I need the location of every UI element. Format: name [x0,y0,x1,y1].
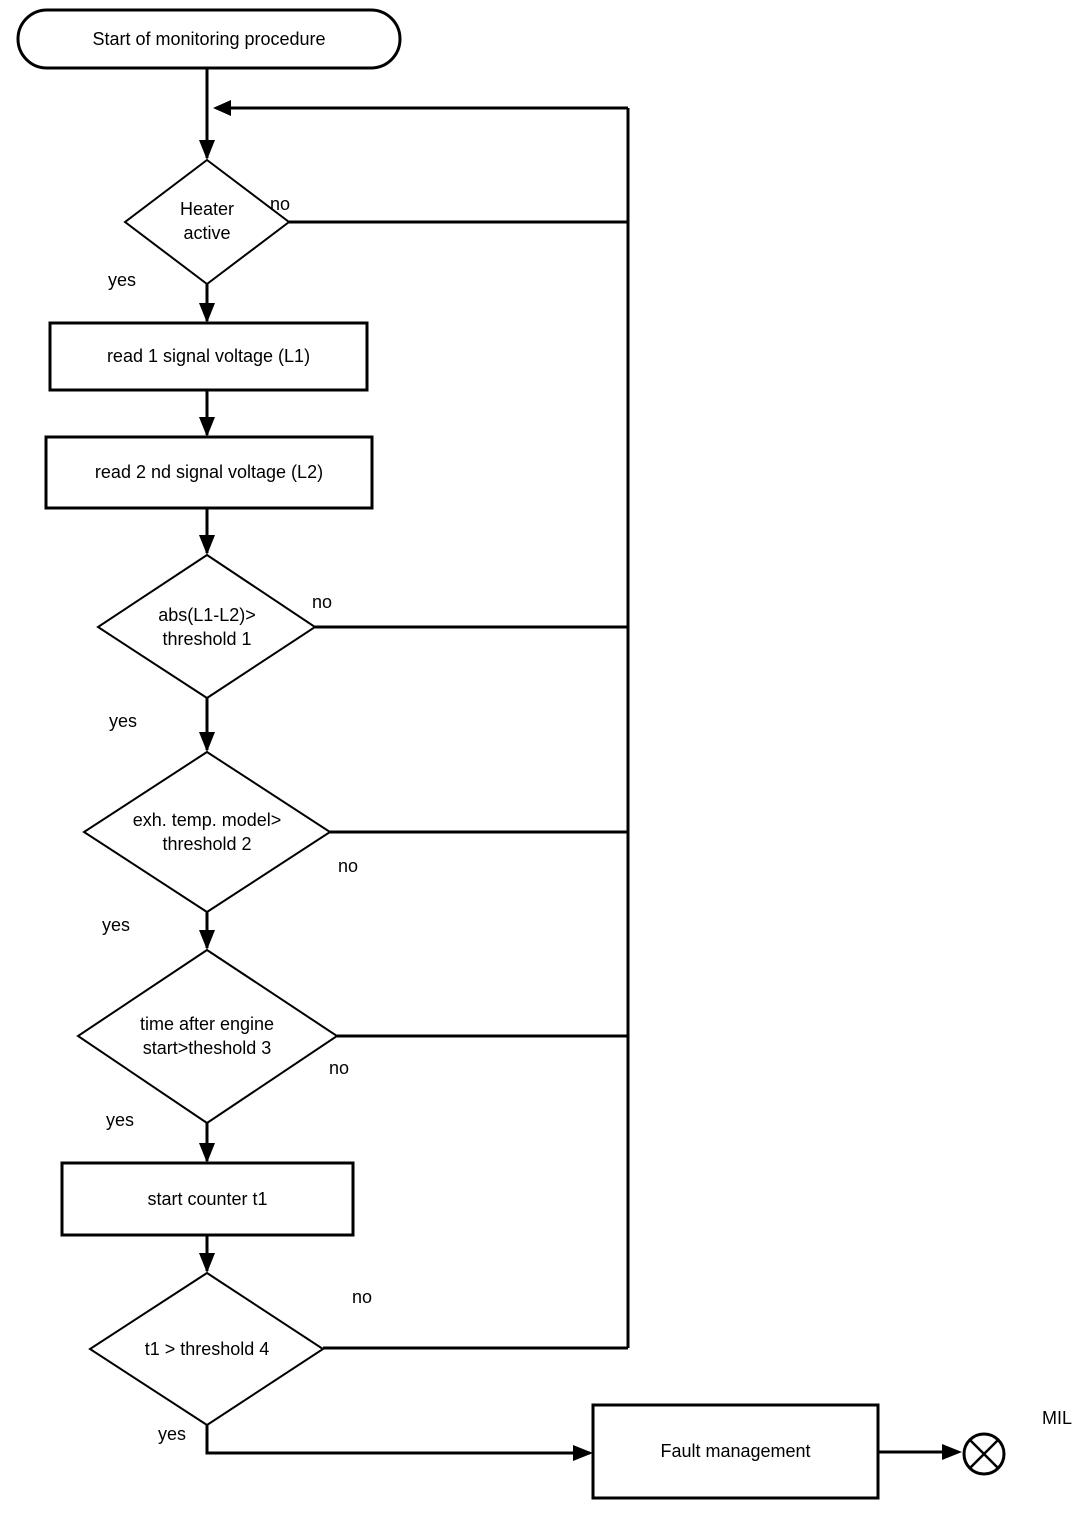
t1-no-label: no [352,1287,373,1307]
time-no-label: no [329,1058,350,1078]
exh-temp-label: exh. temp. model> threshold 2 [132,809,282,854]
mil-lamp-cross-2 [969,1439,999,1469]
arrowhead-into-heater [199,140,215,160]
read-l2-box-shape [44,435,374,510]
start-counter-label: start counter t1 [147,1188,268,1209]
arrowhead-into-time [199,930,215,950]
fault-management-label: Fault management [660,1441,811,1462]
arrowheads [199,100,962,1461]
mil-label: MIL [1041,1407,1072,1428]
exh-yes-label: yes [102,915,131,935]
arrowhead-into-abs [199,535,215,555]
heater-yes-label: yes [108,270,137,290]
node-shapes [16,8,880,1500]
start-terminator-shape [16,8,402,70]
arrowhead-feedback-left [213,100,231,116]
arrowhead-into-exh [199,732,215,752]
t1-threshold4-diamond-shape [88,1271,325,1427]
t1-yes-label: yes [158,1424,187,1444]
time-threshold3-label: time after engine start>theshold 3 [139,1013,275,1058]
abs-threshold1-label: abs(L1-L2)> threshold 1 [158,604,256,649]
exh-no-label: no [338,856,359,876]
abs-threshold1-diamond-shape [96,553,317,700]
abs-yes-label: yes [109,711,138,731]
arrowhead-into-fault [573,1445,593,1461]
heater-no-label: no [270,194,291,214]
read-l2-label: read 2 nd signal voltage (L2) [94,462,324,483]
fault-management-box-shape [591,1403,880,1500]
arrowhead-into-t1 [199,1253,215,1273]
arrowhead-into-counter [199,1143,215,1163]
start-terminator-label: Start of monitoring procedure [92,28,326,49]
time-threshold3-diamond-shape [76,948,339,1125]
read-l1-box-shape [48,321,369,392]
exh-temp-diamond-shape [82,750,332,914]
start-counter-box-shape [60,1161,355,1237]
arrowhead-into-read2 [199,417,215,437]
read-l1-label: read 1 signal voltage (L1) [106,346,311,367]
arrowhead-into-read1 [199,303,215,323]
heater-active-diamond-shape [123,158,291,286]
heater-active-label: Heater active [179,198,235,243]
arrowhead-into-mil [942,1444,962,1460]
t1-threshold4-label: t1 > threshold 4 [144,1338,270,1359]
abs-no-label: no [312,592,333,612]
connectors [205,68,958,1455]
time-yes-label: yes [106,1110,135,1130]
edge-t1-yes [205,1425,590,1455]
mil-lamp-icon [962,1432,1006,1476]
